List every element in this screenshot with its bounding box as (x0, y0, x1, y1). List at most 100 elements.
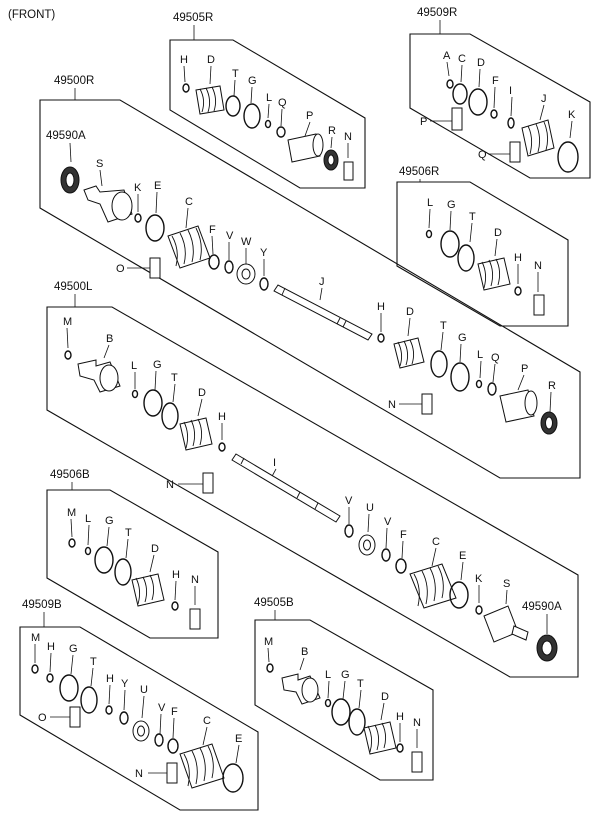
part-label-B: B (106, 333, 113, 345)
part-label-Q: Q (278, 97, 287, 109)
part-label-T2: T (440, 320, 447, 332)
housing-part (287, 133, 321, 163)
panel-49505R (169, 39, 366, 189)
part-label-J2: J (319, 276, 325, 288)
part-label-C: C (458, 53, 466, 65)
part-label-M: M (63, 316, 72, 328)
part-label-T6: T (90, 656, 97, 668)
part-label-H2: H (377, 301, 385, 313)
part-label-M2: M (67, 507, 76, 519)
group-label-49505R: 49505R (173, 12, 213, 24)
panel-49500R (39, 99, 581, 479)
part-label-N5: N (191, 574, 199, 586)
group-label-49590A-bottom: 49590A (522, 601, 562, 613)
part-label-D2: D (477, 57, 485, 69)
part-label-D3: D (406, 306, 414, 318)
part-label-G: G (248, 75, 257, 87)
parts-49506B: M L G T D H N (67, 507, 201, 630)
part-label-B2: B (301, 646, 308, 658)
part-label-Q2: Q (478, 149, 487, 161)
part-label-A: A (443, 50, 451, 62)
part-label-G2: G (458, 332, 467, 344)
part-label-V3: V (384, 516, 392, 528)
part-label-D6: D (151, 543, 159, 555)
part-label-H8: H (396, 711, 404, 723)
part-label-P: P (306, 110, 313, 122)
part-label-F3: F (400, 529, 407, 541)
part-label-C3: C (432, 536, 440, 548)
part-label-F4: F (171, 706, 178, 718)
part-label-H6: H (47, 641, 55, 653)
part-label-J: J (541, 93, 547, 105)
part-label-K: K (568, 109, 576, 121)
part-label-E2: E (459, 550, 466, 562)
part-label-L: L (266, 92, 272, 104)
clamp-part (243, 103, 261, 129)
part-label-E: E (154, 180, 161, 192)
part-label-P3: P (521, 363, 528, 375)
part-label-K2: K (134, 182, 142, 194)
part-label-R2: R (548, 380, 556, 392)
panel-49505B (254, 619, 434, 781)
panel-49506R (396, 181, 569, 327)
group-label-49506B: 49506B (50, 469, 90, 481)
part-label-T: T (232, 68, 239, 80)
part-label-P2: P (420, 116, 427, 128)
part-label-G4: G (153, 359, 162, 371)
part-label-N7: N (413, 717, 421, 729)
part-label-T3: T (469, 211, 476, 223)
part-label-Y2: Y (121, 678, 129, 690)
part-label-K3: K (475, 573, 483, 585)
group-label-49509R: 49509R (417, 7, 457, 19)
part-label-V2: V (345, 495, 353, 507)
part-label-I: I (509, 85, 512, 97)
part-label-Y: Y (260, 247, 268, 259)
group-label-49509B: 49509B (22, 599, 62, 611)
panel-49506B (46, 489, 219, 639)
part-label-E3: E (235, 733, 242, 745)
part-label-G5: G (105, 515, 114, 527)
panel-49500L (46, 306, 579, 678)
part-label-N6: N (135, 768, 143, 780)
part-label-N4: N (166, 479, 174, 491)
part-label-L3: L (427, 197, 433, 209)
nut-part (343, 161, 354, 181)
part-label-O: O (116, 263, 125, 275)
part-label-C2: C (185, 196, 193, 208)
group-label-49506R: 49506R (399, 166, 439, 178)
group-label-49500L: 49500L (54, 281, 93, 293)
part-label-D7: D (381, 691, 389, 703)
part-label-H: H (180, 54, 188, 66)
drive-shaft-part-2 (231, 453, 341, 523)
parts-49505B: M B L G T D H N (264, 636, 423, 773)
part-label-N: N (344, 131, 352, 143)
group-label-49590A-top: 49590A (46, 130, 86, 142)
panel-49509R (409, 33, 591, 179)
outer-joint-part-2 (483, 605, 519, 643)
parts-49500R: S K E C F V W Y O J H (60, 142, 558, 435)
band-part (225, 95, 241, 117)
part-label-D5: D (198, 387, 206, 399)
part-label-N2: N (388, 399, 396, 411)
snap-ring-part (182, 83, 190, 93)
part-label-L6: L (325, 669, 331, 681)
part-label-H3: H (514, 252, 522, 264)
part-label-T4: T (171, 372, 178, 384)
part-label-F: F (492, 75, 499, 87)
part-label-D4: D (494, 227, 502, 239)
group-label-49505B: 49505B (254, 597, 294, 609)
part-label-D: D (207, 54, 215, 66)
part-label-H7: H (106, 673, 114, 685)
part-label-M4: M (264, 636, 273, 648)
parts-49509B: M H G T H Y U V F C E O (31, 632, 244, 793)
part-label-V: V (226, 230, 234, 242)
drive-shaft-part (273, 284, 373, 341)
part-label-S: S (96, 158, 103, 170)
parts-49500L: M B L G T D H N I V U (63, 316, 558, 662)
part-label-G3: G (447, 199, 456, 211)
parts-49505R: H D T G L Q P R N (180, 54, 354, 181)
part-label-W: W (241, 236, 252, 248)
part-label-H5: H (172, 569, 180, 581)
part-label-V4: V (158, 702, 166, 714)
